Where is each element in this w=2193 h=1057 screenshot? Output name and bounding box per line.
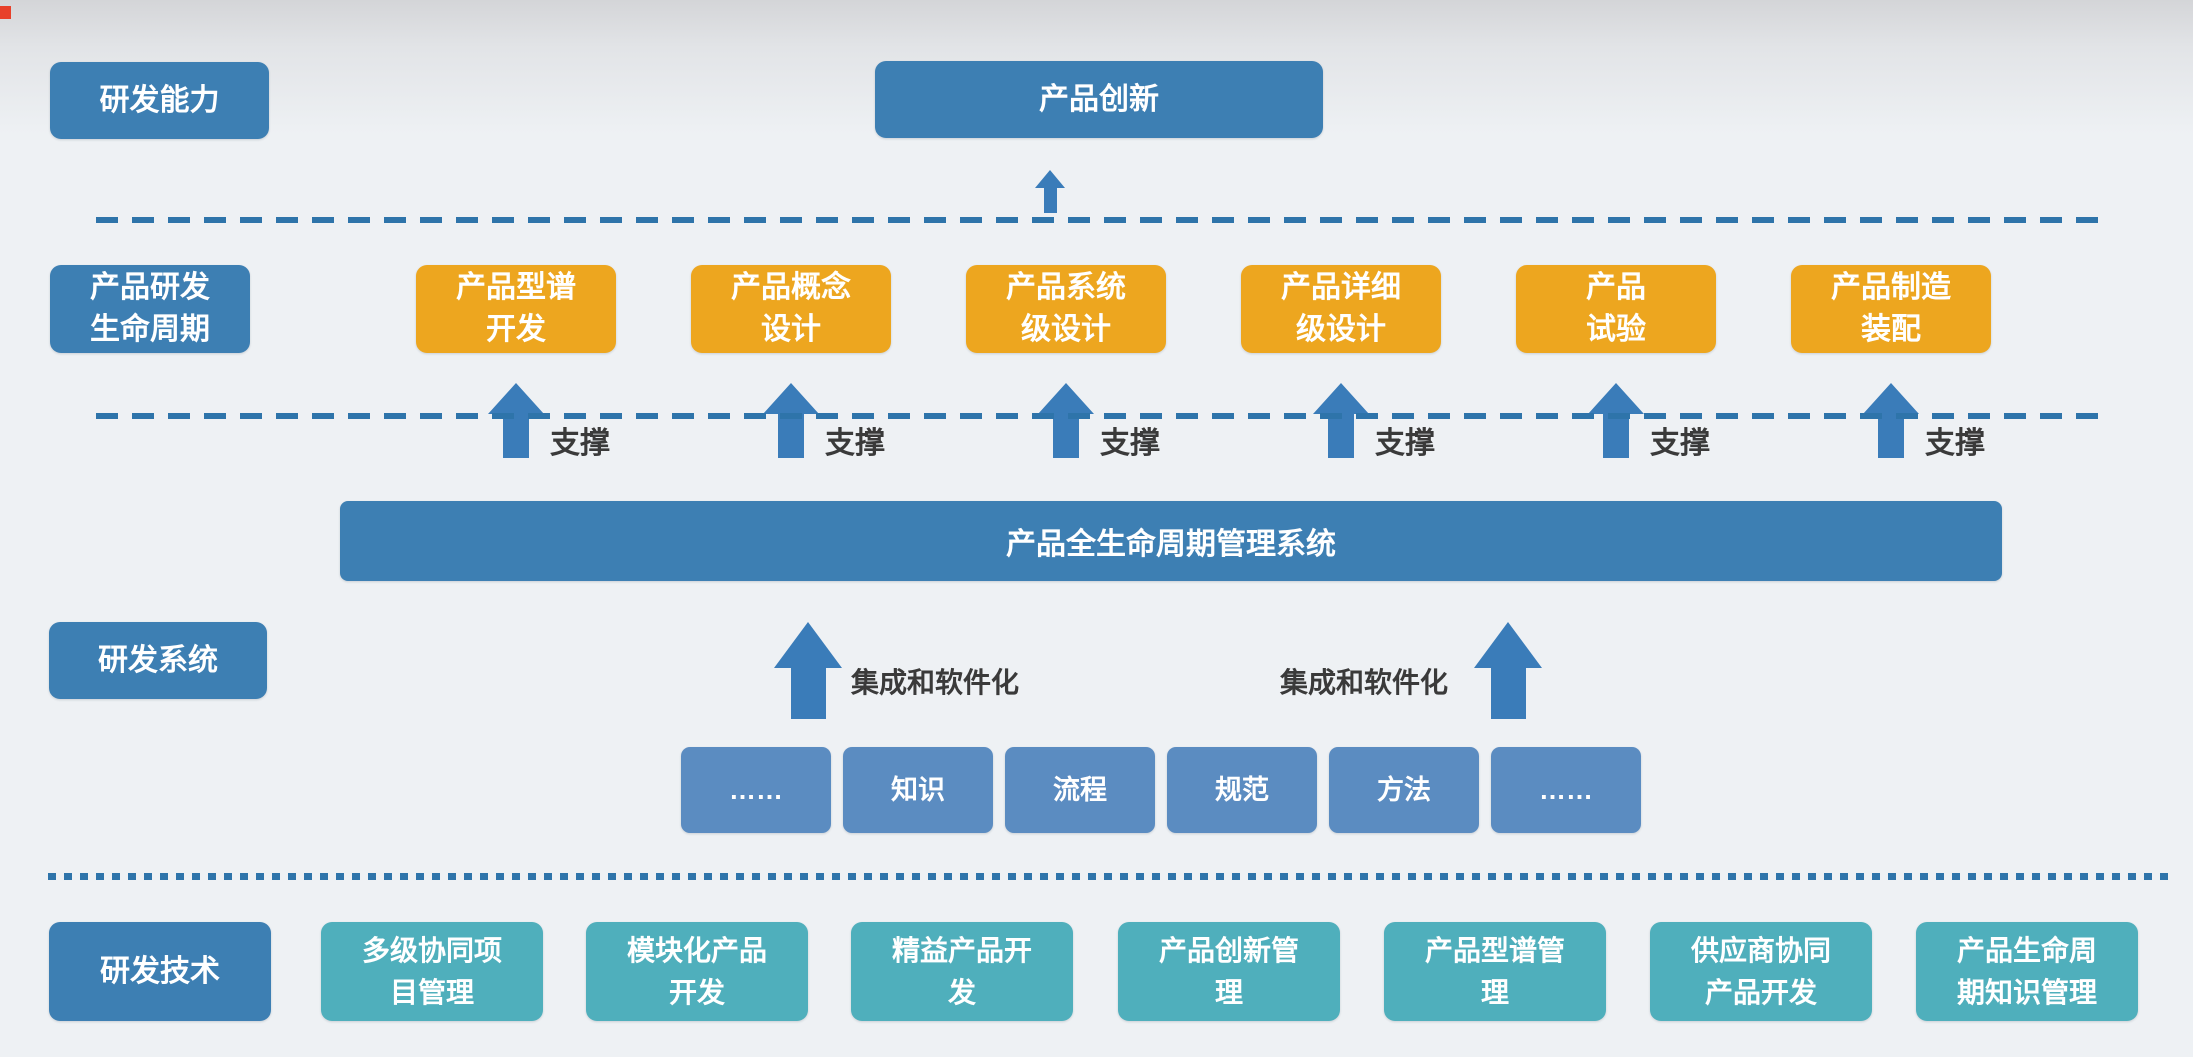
- support-label: 支撑: [550, 427, 610, 460]
- rd-system-row-label-box: 研发系统: [49, 622, 267, 699]
- element-box: ……: [1491, 747, 1641, 833]
- support-arrow-icon: [1588, 383, 1644, 458]
- integration-label: 集成和软件化: [851, 667, 1020, 698]
- stage-box: 产品详细 级设计: [1241, 265, 1441, 353]
- stage-box: 产品系统 级设计: [966, 265, 1166, 353]
- rd-capability-label-box: 研发能力: [50, 62, 269, 139]
- element-box: 流程: [1005, 747, 1155, 833]
- dashed-divider-top: [96, 217, 2106, 223]
- product-innovation-box: 产品创新: [875, 61, 1323, 138]
- technology-box: 精益产品开 发: [851, 922, 1073, 1021]
- support-arrow-icon: [763, 383, 819, 458]
- support-label: 支撑: [1375, 427, 1435, 460]
- dotted-divider-bottom: [48, 873, 2172, 880]
- stage-box: 产品型谱 开发: [416, 265, 616, 353]
- element-box: 规范: [1167, 747, 1317, 833]
- support-arrow-icon: [1863, 383, 1919, 458]
- plm-system-bar: 产品全生命周期管理系统: [340, 501, 2002, 581]
- lifecycle-row-label-box: 产品研发 生命周期: [50, 265, 250, 353]
- support-label: 支撑: [825, 427, 885, 460]
- stage-box: 产品概念 设计: [691, 265, 891, 353]
- support-label: 支撑: [1925, 427, 1985, 460]
- integration-arrow-icon: [774, 622, 842, 719]
- support-arrow-icon: [1313, 383, 1369, 458]
- up-arrow-icon: [1035, 170, 1065, 213]
- technology-box: 模块化产品 开发: [586, 922, 808, 1021]
- corner-marker: [0, 6, 11, 19]
- technology-box: 供应商协同 产品开发: [1650, 922, 1872, 1021]
- stage-box: 产品制造 装配: [1791, 265, 1991, 353]
- technology-box: 产品型谱管 理: [1384, 922, 1606, 1021]
- support-label: 支撑: [1100, 427, 1160, 460]
- stage-box: 产品 试验: [1516, 265, 1716, 353]
- dashed-divider-middle: [96, 413, 2106, 419]
- support-arrow-icon: [488, 383, 544, 458]
- element-box: 方法: [1329, 747, 1479, 833]
- integration-label: 集成和软件化: [1280, 667, 1449, 698]
- technology-box: 产品生命周 期知识管理: [1916, 922, 2138, 1021]
- element-box: 知识: [843, 747, 993, 833]
- technology-box: 多级协同项 目管理: [321, 922, 543, 1021]
- support-arrow-icon: [1038, 383, 1094, 458]
- element-box: ……: [681, 747, 831, 833]
- support-label: 支撑: [1650, 427, 1710, 460]
- technology-box: 产品创新管 理: [1118, 922, 1340, 1021]
- integration-arrow-icon: [1474, 622, 1542, 719]
- rd-technology-row-label-box: 研发技术: [49, 922, 271, 1021]
